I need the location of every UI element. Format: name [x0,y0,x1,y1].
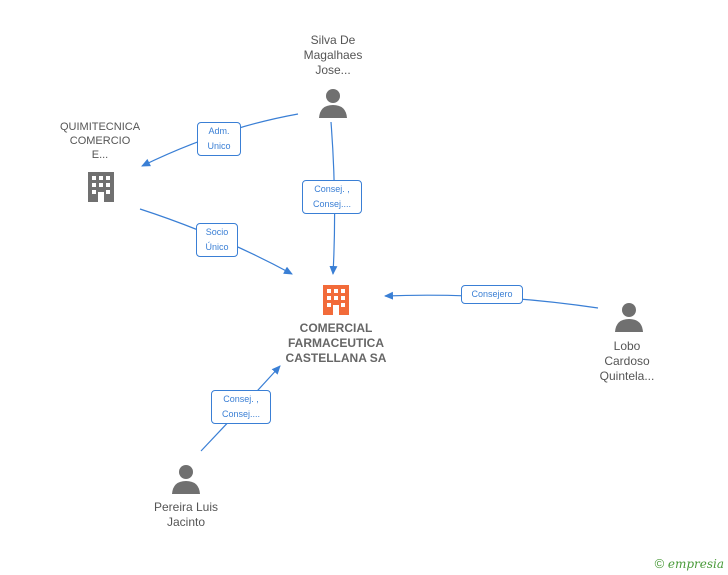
edge-label-line: Consej. , [223,394,259,404]
quimitecnica-line: QUIMITECNICA [59,121,141,133]
edge-label-line: Único [205,242,229,252]
person-icon[interactable] [171,464,201,494]
edge-label-consej-bottom: Consej. , Consej.... [211,390,271,424]
edge-label-line: Consejero [471,289,513,299]
edge-label-consej-top: Consej. , Consej.... [302,180,362,214]
quimitecnica-line: COMERCIO [69,135,131,147]
center-company-line: FARMACEUTICA [288,336,384,350]
silva-line: Silva De [310,33,356,47]
edge-label-line: Adm. [208,126,230,136]
edge-label-line: Consej.... [312,199,352,209]
copyright-footer[interactable]: © empresia [655,556,724,571]
lobo-label[interactable]: Lobo Cardoso Quintela... [580,339,674,384]
pereira-line: Jacinto [166,515,206,529]
building-icon[interactable] [321,284,351,316]
edge-label-adm-unico: Adm. Unico [197,122,241,156]
pereira-label[interactable]: Pereira Luis Jacinto [136,500,236,530]
silva-line: Magalhaes [303,48,363,62]
edge-label-line: Unico [207,141,231,151]
edge-label-line: Socio [205,227,229,237]
edge-label-socio-unico: Socio Único [196,223,238,257]
silva-label[interactable]: Silva De Magalhaes Jose... [280,33,386,78]
edge-label-consejero: Consejero [461,285,523,304]
pereira-line: Pereira Luis [153,500,219,514]
lobo-line: Lobo [613,339,641,353]
copyright-icon: © [654,556,665,571]
edge-label-line: Consej. , [314,184,350,194]
silva-line: Jose... [315,63,351,77]
person-icon[interactable] [614,302,644,332]
building-icon[interactable] [86,171,116,203]
brand-logo: empresia [667,557,724,571]
center-company-line: COMERCIAL [299,321,373,335]
center-company-line: CASTELLANA SA [285,351,387,365]
person-icon[interactable] [318,88,348,118]
edge-label-line: Consej.... [221,409,261,419]
quimitecnica-label[interactable]: QUIMITECNICA COMERCIO E... [40,120,160,162]
lobo-line: Cardoso [604,354,650,368]
center-company-label[interactable]: COMERCIAL FARMACEUTICA CASTELLANA SA [256,321,416,366]
lobo-line: Quintela... [599,369,655,383]
quimitecnica-line: E... [91,149,109,161]
